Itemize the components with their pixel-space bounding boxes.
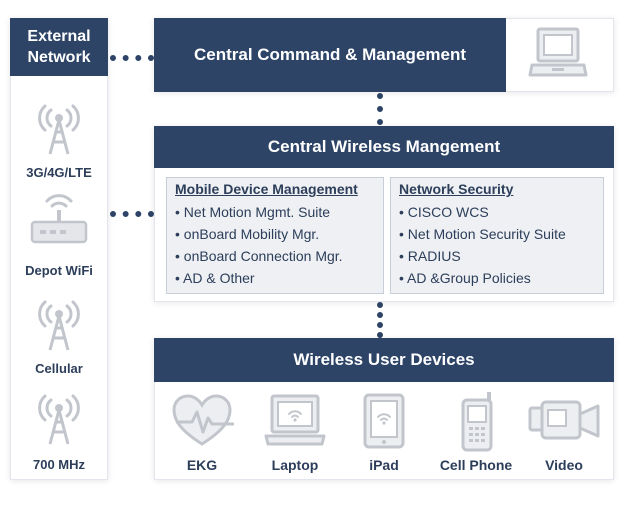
cell-tower-icon xyxy=(36,390,82,446)
cell-tower-icon xyxy=(36,100,82,156)
network-label-depot-wifi: Depot WiFi xyxy=(25,263,93,278)
ekg-heart-icon xyxy=(170,392,236,450)
command-title: Central Command & Management xyxy=(154,18,506,92)
device-label-ekg: EKG xyxy=(186,457,218,473)
list-item: • RADIUS xyxy=(399,248,461,264)
network-security-box: Network Security • CISCO WCS • Net Motio… xyxy=(390,177,604,294)
list-item: • AD &Group Policies xyxy=(399,270,531,286)
connector-external-to-command xyxy=(110,55,154,61)
list-item: • CISCO WCS xyxy=(399,204,489,220)
network-label-cellular: Cellular xyxy=(35,361,83,376)
tablet-icon xyxy=(361,392,407,450)
device-label-ipad: iPad xyxy=(369,457,399,473)
external-network-column xyxy=(10,18,108,480)
network-label-3g: 3G/4G/LTE xyxy=(26,165,92,180)
video-camera-icon xyxy=(528,396,602,446)
mdm-title: Mobile Device Management xyxy=(175,181,358,197)
connector-external-to-wireless-mgmt xyxy=(110,211,154,217)
mdm-box: Mobile Device Management • Net Motion Mg… xyxy=(166,177,384,294)
connector-wireless-mgmt-to-devices xyxy=(377,302,383,338)
list-item: • AD & Other xyxy=(175,270,255,286)
external-network-header: External Network xyxy=(10,18,108,76)
network-label-700mhz: 700 MHz xyxy=(32,457,86,472)
list-item: • onBoard Mobility Mgr. xyxy=(175,226,320,242)
list-item: • onBoard Connection Mgr. xyxy=(175,248,343,264)
laptop-icon xyxy=(262,392,328,450)
wireless-mgmt-title: Central Wireless Mangement xyxy=(154,126,614,168)
wifi-router-icon xyxy=(28,192,90,250)
cell-tower-icon xyxy=(36,296,82,352)
external-network-title-line1: External xyxy=(27,28,91,45)
list-item: • Net Motion Security Suite xyxy=(399,226,566,242)
external-network-title-line2: Network xyxy=(27,49,91,66)
cell-phone-icon xyxy=(457,390,497,452)
list-item: • Net Motion Mgmt. Suite xyxy=(175,204,331,220)
connector-command-to-wireless-mgmt xyxy=(377,93,383,125)
devices-title: Wireless User Devices xyxy=(154,338,614,382)
laptop-icon xyxy=(526,25,590,83)
network-security-title: Network Security xyxy=(399,181,514,197)
device-label-cell-phone: Cell Phone xyxy=(439,457,513,473)
device-label-laptop: Laptop xyxy=(271,457,319,473)
device-label-video: Video xyxy=(545,457,583,473)
